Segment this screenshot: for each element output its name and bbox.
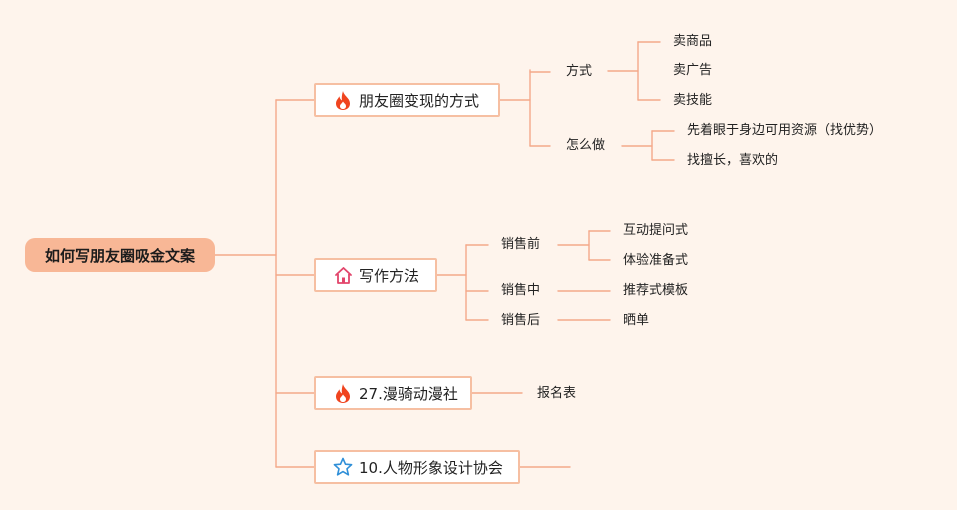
subtopic-before-sale[interactable]: 销售前 [501, 237, 541, 252]
leaf-show-orders[interactable]: 晒单 [623, 313, 650, 328]
branch-label: 朋友圈变现的方式 [359, 91, 480, 110]
fire-icon [333, 382, 353, 404]
branch-label: 27.漫骑动漫社 [359, 384, 458, 403]
branch-label: 写作方法 [359, 266, 420, 285]
branch-topic-monetization[interactable]: 朋友圈变现的方式 [314, 83, 500, 117]
subtopic-during-sale[interactable]: 销售中 [501, 283, 541, 298]
leaf-signup-form[interactable]: 报名表 [537, 386, 577, 401]
leaf-interactive-question[interactable]: 互动提问式 [623, 223, 689, 238]
subtopic-how-to[interactable]: 怎么做 [566, 138, 606, 153]
fire-icon [333, 89, 353, 111]
star-icon [333, 456, 353, 478]
leaf-find-resources[interactable]: 先着眼于身边可用资源（找优势） [687, 123, 883, 138]
subtopic-method[interactable]: 方式 [566, 64, 593, 79]
subtopic-after-sale[interactable]: 销售后 [501, 313, 541, 328]
house-icon [333, 264, 353, 286]
leaf-sell-goods[interactable]: 卖商品 [673, 34, 713, 49]
leaf-recommend-template[interactable]: 推荐式模板 [623, 283, 689, 298]
branch-label: 10.人物形象设计协会 [359, 458, 503, 477]
root-topic[interactable]: 如何写朋友圈吸金文案 [25, 238, 215, 272]
branch-topic-image-design-association[interactable]: 10.人物形象设计协会 [314, 450, 520, 484]
leaf-experience-prep[interactable]: 体验准备式 [623, 253, 689, 268]
leaf-sell-skills[interactable]: 卖技能 [673, 93, 713, 108]
leaf-sell-ads[interactable]: 卖广告 [673, 63, 713, 78]
branch-topic-anime-club[interactable]: 27.漫骑动漫社 [314, 376, 472, 410]
leaf-find-strengths[interactable]: 找擅长，喜欢的 [687, 153, 779, 168]
branch-topic-writing-method[interactable]: 写作方法 [314, 258, 437, 292]
